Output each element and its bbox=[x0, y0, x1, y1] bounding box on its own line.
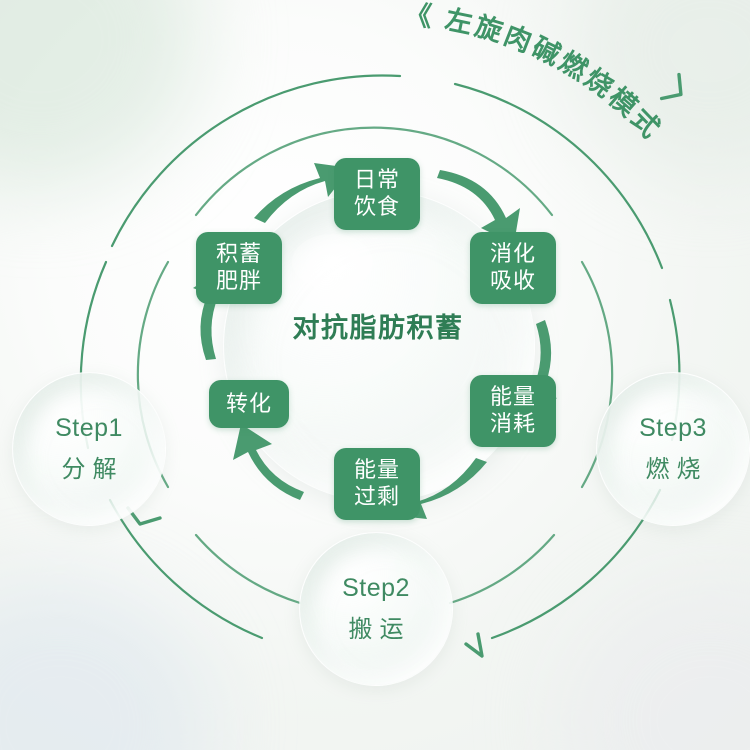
cycle-tag-line1: 积蓄 bbox=[215, 241, 262, 267]
cycle-tag-line1: 日常 bbox=[353, 167, 400, 193]
step-1-subtitle: 分解 bbox=[61, 455, 124, 483]
center-title: 对抗脂肪积蓄 bbox=[292, 313, 464, 343]
step-2-title: Step2 bbox=[342, 574, 410, 603]
step-bubble-2: Step2 搬运 bbox=[299, 532, 453, 686]
background-wash-top-right bbox=[570, 0, 750, 180]
cycle-tag-line1: 能量 bbox=[353, 457, 400, 483]
heading-lead-glyph: 《 bbox=[403, 0, 436, 32]
cycle-tag-digestion-absorption: 消化 吸收 bbox=[470, 232, 556, 304]
inner-arc-bottom-left bbox=[194, 533, 302, 605]
cycle-tag-energy-expenditure: 能量 消耗 bbox=[470, 375, 556, 447]
cycle-tag-line1: 能量 bbox=[489, 384, 536, 410]
cycle-tag-conversion: 转化 bbox=[209, 380, 289, 428]
step-bubble-3: Step3 燃烧 bbox=[596, 372, 750, 526]
step-2-subtitle: 搬运 bbox=[348, 615, 411, 643]
step-3-subtitle: 燃烧 bbox=[645, 455, 708, 483]
cycle-tag-line2: 肥胖 bbox=[215, 268, 262, 293]
step-1-title: Step1 bbox=[55, 414, 123, 443]
inner-arc-bottom-right bbox=[448, 533, 556, 605]
cycle-tag-daily-diet: 日常 饮食 bbox=[334, 158, 420, 230]
step-3-title: Step3 bbox=[639, 414, 707, 443]
cycle-tag-line2: 吸收 bbox=[489, 268, 536, 293]
background-wash-bottom-right bbox=[560, 580, 750, 750]
cycle-tag-line2: 饮食 bbox=[353, 194, 400, 219]
outer-arc-bottom-left bbox=[108, 498, 264, 640]
cycle-tag-line2: 过剩 bbox=[353, 484, 400, 509]
chevron-top-right bbox=[659, 72, 683, 101]
cycle-tag-energy-excess: 能量 过剩 bbox=[334, 448, 420, 520]
cycle-tag-line2: 消耗 bbox=[489, 411, 536, 436]
cycle-tag-line1: 转化 bbox=[225, 390, 272, 416]
background-wash-bottom-left bbox=[0, 580, 210, 750]
cycle-tag-accumulation-obesity: 积蓄 肥胖 bbox=[196, 232, 282, 304]
cycle-tag-line1: 消化 bbox=[489, 241, 536, 267]
background-wash-top-left bbox=[0, 0, 200, 190]
step-bubble-1: Step1 分解 bbox=[12, 372, 166, 526]
heading-text: 左旋肉碱燃烧模式 bbox=[443, 4, 668, 145]
chevron-bottom-right bbox=[464, 632, 484, 658]
